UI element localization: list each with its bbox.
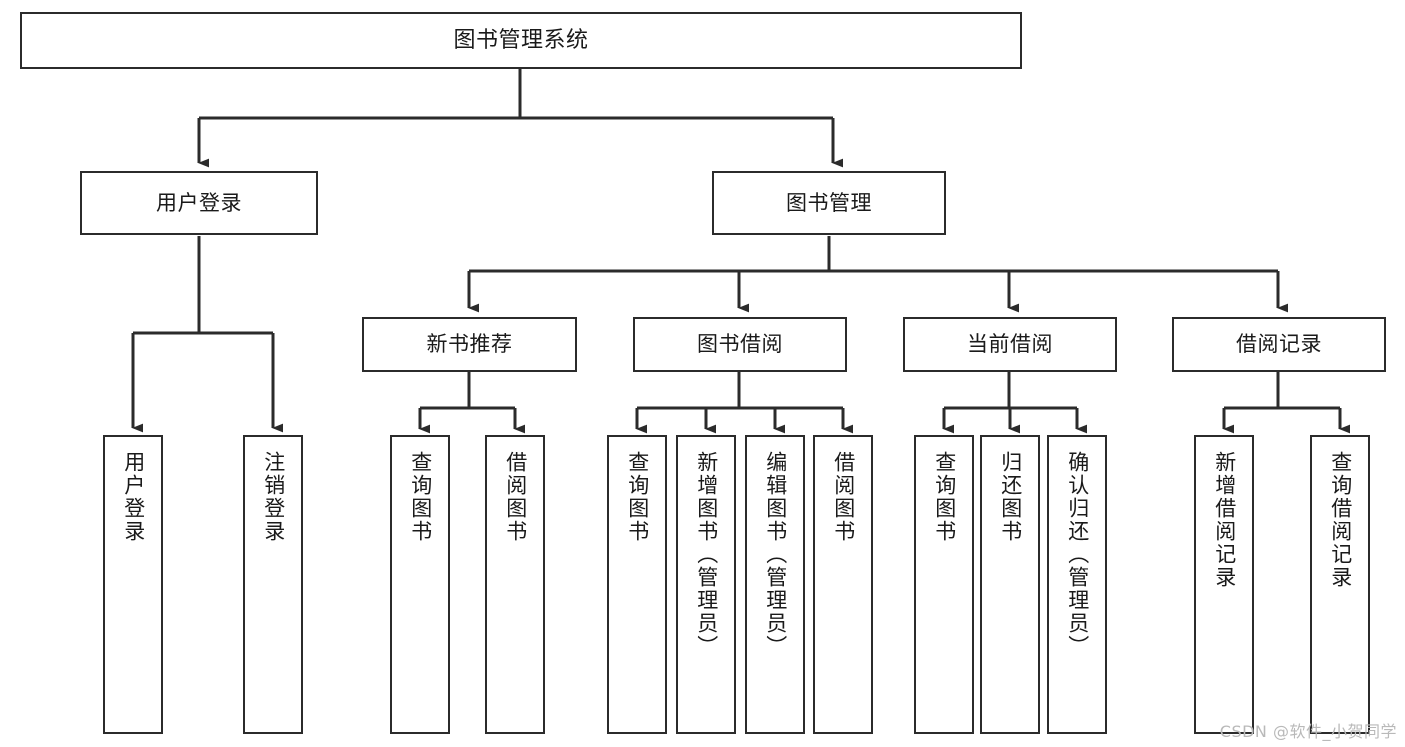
node-user-login[interactable]: 用户登录 <box>80 171 318 235</box>
node-leaf-confirm-return-label: 确认归还（管理员） <box>1065 451 1090 658</box>
node-root-label: 图书管理系统 <box>453 27 589 53</box>
node-leaf-query-book-1-label: 查询图书 <box>408 451 433 543</box>
node-leaf-query-book-2[interactable]: 查询图书 <box>607 435 667 734</box>
node-leaf-return-book-label: 归还图书 <box>998 451 1023 543</box>
node-leaf-query-record[interactable]: 查询借阅记录 <box>1310 435 1370 734</box>
node-leaf-query-book-2-label: 查询图书 <box>625 451 650 543</box>
node-leaf-add-record-label: 新增借阅记录 <box>1212 451 1237 589</box>
node-leaf-query-book-1[interactable]: 查询图书 <box>390 435 450 734</box>
node-leaf-add-book-label: 新增图书（管理员） <box>694 451 719 658</box>
node-user-login-label: 用户登录 <box>156 190 242 215</box>
node-leaf-return-book[interactable]: 归还图书 <box>980 435 1040 734</box>
node-borrow-record-label: 借阅记录 <box>1236 332 1322 357</box>
node-leaf-edit-book-label: 编辑图书（管理员） <box>763 451 788 658</box>
node-borrow-record[interactable]: 借阅记录 <box>1172 317 1386 372</box>
node-leaf-borrow-book-2[interactable]: 借阅图书 <box>813 435 873 734</box>
node-book-borrow[interactable]: 图书借阅 <box>633 317 847 372</box>
node-leaf-edit-book[interactable]: 编辑图书（管理员） <box>745 435 805 734</box>
node-book-borrow-label: 图书借阅 <box>697 332 783 357</box>
node-leaf-logout[interactable]: 注销登录 <box>243 435 303 734</box>
node-new-book-rec-label: 新书推荐 <box>426 332 513 357</box>
node-leaf-borrow-book-2-label: 借阅图书 <box>831 451 856 543</box>
node-leaf-add-record[interactable]: 新增借阅记录 <box>1194 435 1254 734</box>
node-leaf-confirm-return[interactable]: 确认归还（管理员） <box>1047 435 1107 734</box>
node-book-manage[interactable]: 图书管理 <box>712 171 946 235</box>
node-leaf-user-login[interactable]: 用户登录 <box>103 435 163 734</box>
node-leaf-query-record-label: 查询借阅记录 <box>1328 451 1353 589</box>
node-leaf-logout-label: 注销登录 <box>261 451 286 543</box>
node-leaf-query-book-3-label: 查询图书 <box>932 451 957 543</box>
node-leaf-add-book[interactable]: 新增图书（管理员） <box>676 435 736 734</box>
node-book-manage-label: 图书管理 <box>786 190 872 215</box>
node-leaf-user-login-label: 用户登录 <box>121 451 146 543</box>
csdn-watermark: CSDN @软件_小贺同学 <box>1219 722 1397 741</box>
node-leaf-borrow-book-1[interactable]: 借阅图书 <box>485 435 545 734</box>
node-leaf-borrow-book-1-label: 借阅图书 <box>503 451 528 543</box>
node-current-borrow[interactable]: 当前借阅 <box>903 317 1117 372</box>
node-current-borrow-label: 当前借阅 <box>967 332 1053 357</box>
node-leaf-query-book-3[interactable]: 查询图书 <box>914 435 974 734</box>
node-root[interactable]: 图书管理系统 <box>20 12 1022 69</box>
node-new-book-rec[interactable]: 新书推荐 <box>362 317 577 372</box>
